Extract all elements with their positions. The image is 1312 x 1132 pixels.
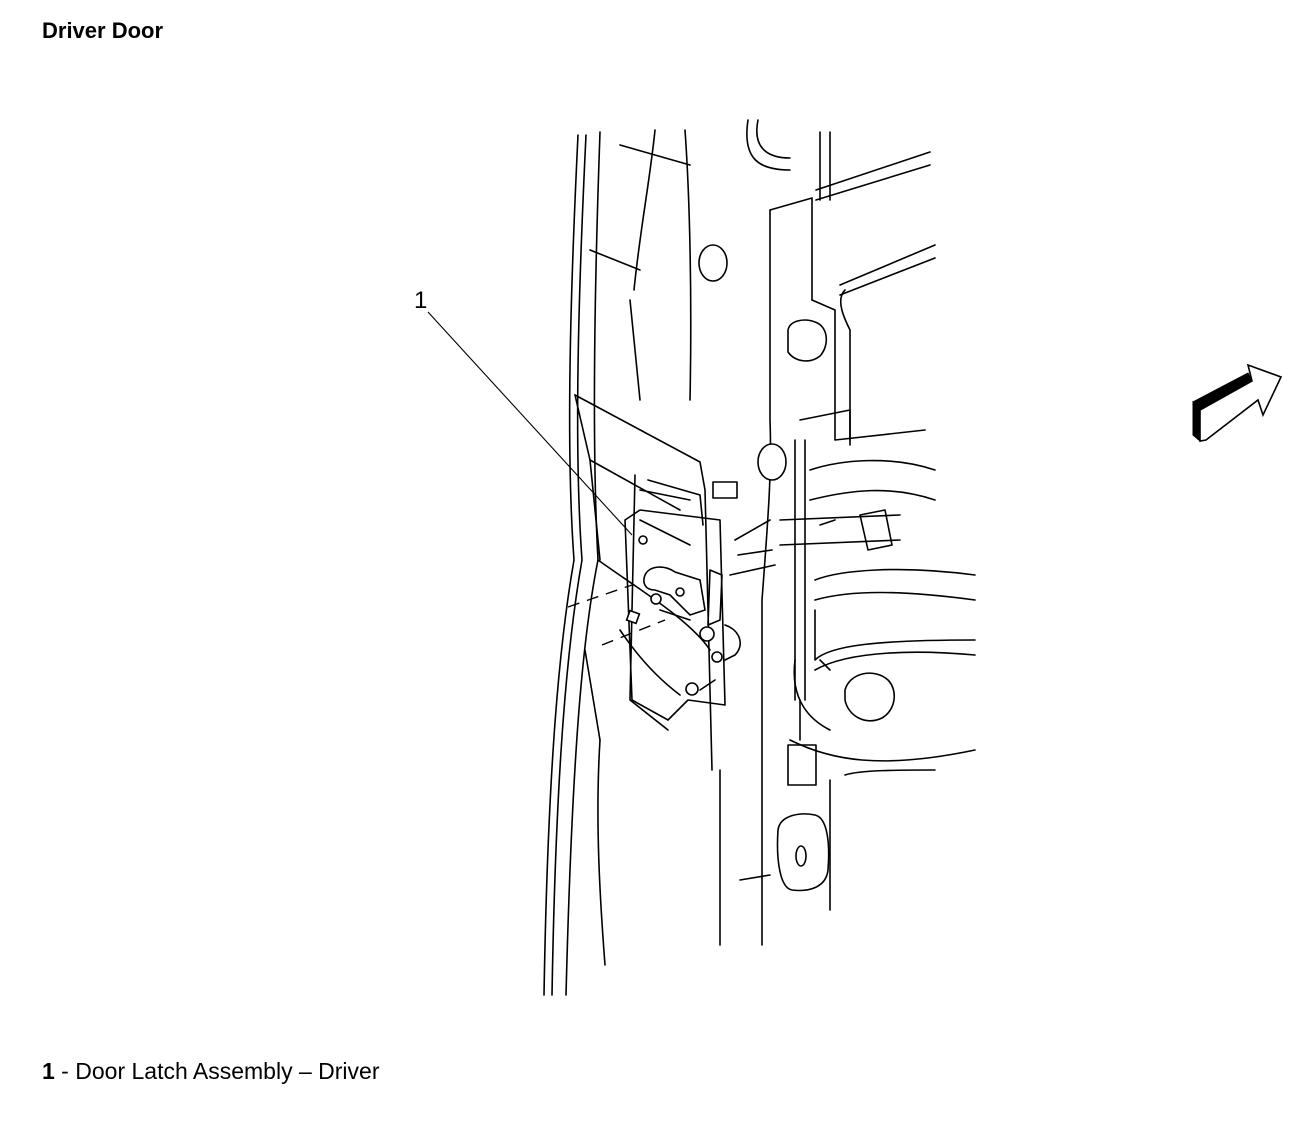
- leader-line: [427, 311, 633, 536]
- door-frame: [543, 129, 721, 996]
- legend: 1 - Door Latch Assembly – Driver: [42, 1058, 379, 1085]
- fastener-guide-line: [601, 619, 666, 646]
- callout-number: 1: [414, 287, 427, 314]
- door-inner-panel: [698, 119, 976, 946]
- fastener-guide-line: [567, 584, 633, 608]
- callout-1: 1: [414, 287, 633, 536]
- legend-separator: -: [54, 1058, 76, 1084]
- page-title: Driver Door: [42, 18, 164, 43]
- legend-number: 1: [42, 1058, 55, 1084]
- door-latch-assembly: [567, 394, 776, 771]
- legend-label: Door Latch Assembly – Driver: [75, 1058, 380, 1084]
- view-direction-arrow-icon: [1192, 363, 1283, 443]
